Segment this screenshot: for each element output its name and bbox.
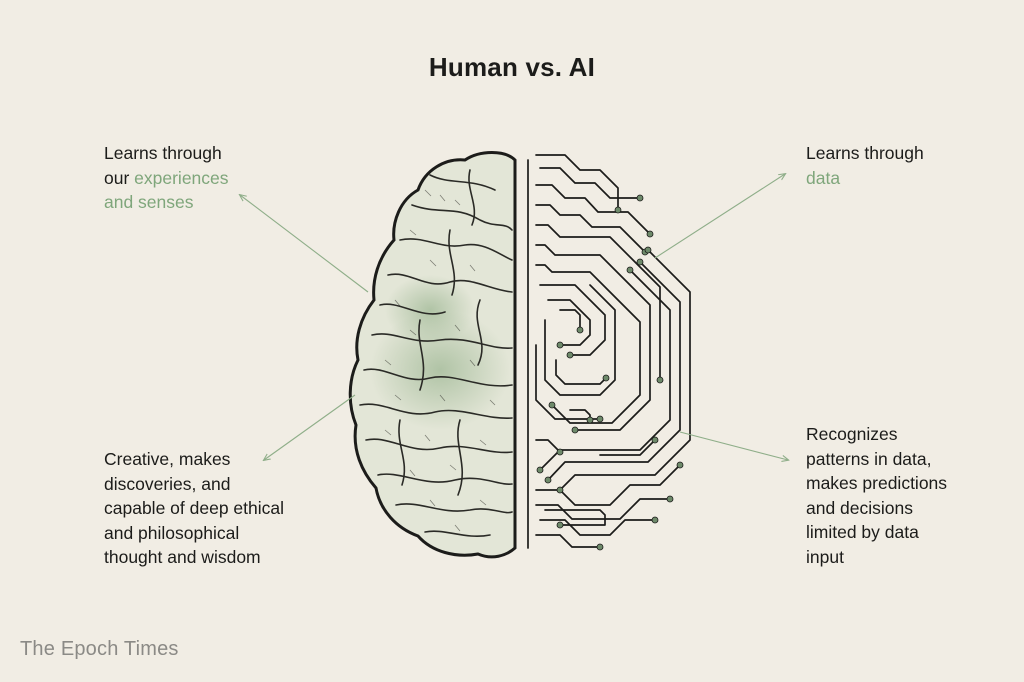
ai-patterns-line: input xyxy=(806,546,844,567)
human-creative-line: discoveries, and xyxy=(104,473,231,494)
ai-patterns-line: Recognizes xyxy=(806,424,898,444)
brain-hemisphere-icon xyxy=(348,151,517,559)
circuit-hemisphere-icon xyxy=(527,154,691,549)
human-creative-line: Creative, makes xyxy=(104,449,231,469)
arrow-ai-bottom xyxy=(679,431,788,460)
ai-learning-label: Learns through data xyxy=(806,141,976,190)
ai-learning-line1: Learns through xyxy=(806,143,924,163)
human-learning-label: Learns through our experiences and sense… xyxy=(104,141,274,215)
page-title: Human vs. AI xyxy=(428,52,596,82)
human-learning-prefix: our xyxy=(104,167,135,188)
ai-patterns-line: limited by data xyxy=(806,522,919,542)
circuit-nodes xyxy=(536,194,684,551)
ai-patterns-label: Recognizes patterns in data, makes predi… xyxy=(806,422,976,569)
arrow-ai-top xyxy=(654,174,785,259)
ai-learning-highlight: data xyxy=(806,167,841,188)
ai-patterns-line: patterns in data, xyxy=(806,448,932,469)
publisher-logo-text: The Epoch Times xyxy=(20,638,179,660)
arrow-human-bottom xyxy=(264,394,356,460)
ai-patterns-line: and decisions xyxy=(806,497,914,518)
human-creative-line: thought and wisdom xyxy=(104,547,261,567)
human-learning-line1: Learns through xyxy=(104,143,222,163)
human-creative-line: capable of deep ethical xyxy=(104,498,284,518)
arrow-human-top xyxy=(240,195,369,293)
ai-patterns-line: makes predictions xyxy=(806,473,948,493)
human-creative-label: Creative, makes discoveries, and capable… xyxy=(104,447,314,570)
arrows xyxy=(240,174,788,460)
human-creative-line: and philosophical xyxy=(104,522,240,543)
human-learning-line2: our experiences xyxy=(104,166,274,191)
human-learning-highlight-1: experiences xyxy=(134,167,229,188)
human-learning-highlight-2: and senses xyxy=(104,192,194,212)
